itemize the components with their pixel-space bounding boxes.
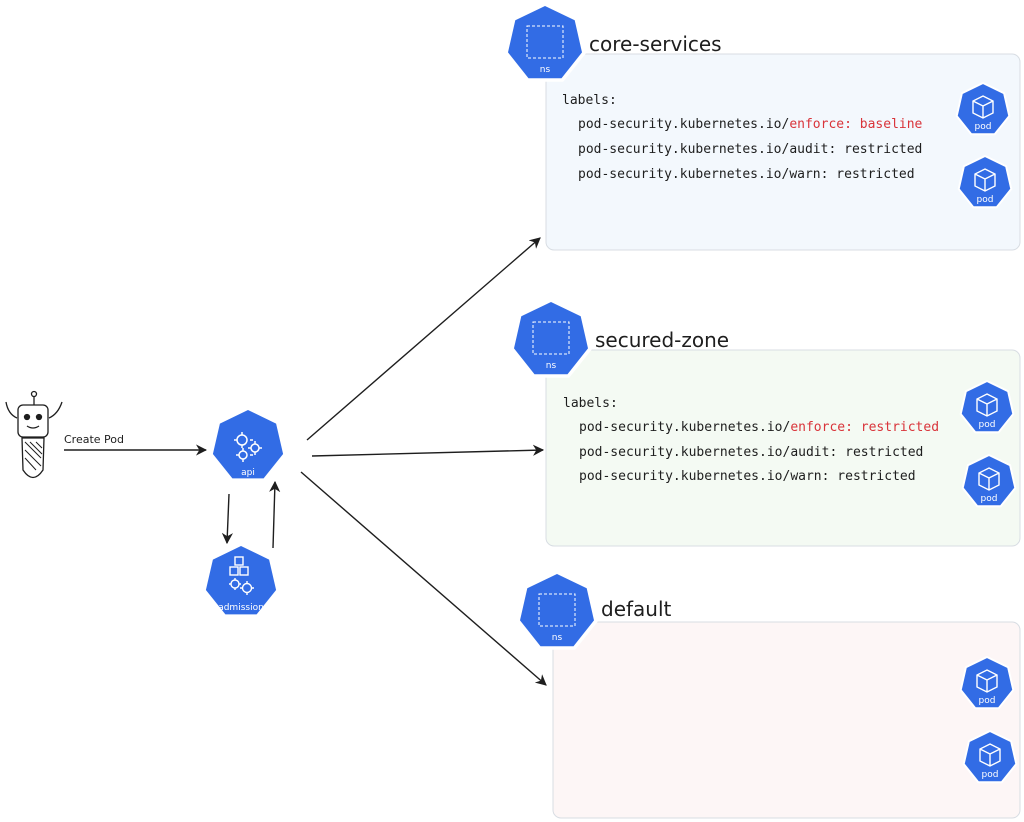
label-line-enforce: pod-security.kubernetes.io/enforce: base… bbox=[578, 117, 923, 132]
labels-heading: labels: bbox=[563, 396, 618, 411]
ns-icon: ns bbox=[510, 298, 592, 378]
label-line-enforce: pod-security.kubernetes.io/enforce: rest… bbox=[579, 420, 939, 435]
namespace-title: default bbox=[601, 597, 672, 621]
pod-label: pod bbox=[979, 696, 996, 706]
robot-icon bbox=[5, 390, 63, 479]
pod-label: pod bbox=[982, 770, 999, 780]
pod-label: pod bbox=[981, 494, 998, 504]
namespace-core-services: ns core-services labels: pod-security.ku… bbox=[504, 2, 1021, 251]
namespace-default: ns default pod pod bbox=[516, 570, 1021, 819]
ns-label: ns bbox=[552, 633, 563, 643]
arrow-api-to-default bbox=[300, 471, 547, 686]
ns-icon: ns bbox=[504, 2, 586, 82]
namespace-box bbox=[552, 621, 1021, 819]
pod-label: pod bbox=[977, 195, 994, 205]
arrow-api-to-admission bbox=[221, 493, 234, 545]
label-line-warn: pod-security.kubernetes.io/warn: restric… bbox=[579, 469, 916, 484]
label-line-audit: pod-security.kubernetes.io/audit: restri… bbox=[579, 445, 923, 460]
api-label: api bbox=[241, 468, 255, 478]
admission-controller-icon: admission bbox=[202, 542, 280, 618]
ns-label: ns bbox=[546, 361, 557, 371]
pod-icon: pod bbox=[955, 81, 1011, 136]
label-line-warn: pod-security.kubernetes.io/warn: restric… bbox=[578, 167, 915, 182]
create-pod-label: Create Pod bbox=[64, 433, 124, 446]
labels-heading: labels: bbox=[562, 93, 617, 108]
arrow-api-to-core-services bbox=[306, 237, 541, 441]
namespace-box bbox=[545, 53, 1021, 251]
pod-label: pod bbox=[979, 420, 996, 430]
namespace-box bbox=[545, 349, 1021, 547]
label-line-audit: pod-security.kubernetes.io/audit: restri… bbox=[578, 142, 922, 157]
namespace-secured-zone: ns secured-zone labels: pod-security.kub… bbox=[510, 298, 1021, 547]
pod-icon: pod bbox=[961, 453, 1017, 508]
namespace-title: secured-zone bbox=[595, 328, 729, 352]
admission-label: admission bbox=[218, 603, 264, 613]
pod-icon: pod bbox=[957, 154, 1013, 209]
api-server-icon: api bbox=[209, 406, 287, 482]
pod-label: pod bbox=[975, 122, 992, 132]
connectors bbox=[64, 237, 547, 686]
ns-label: ns bbox=[540, 65, 551, 75]
pod-icon: pod bbox=[959, 379, 1015, 434]
arrow-api-to-secured-zone bbox=[311, 444, 545, 457]
ns-icon: ns bbox=[516, 570, 598, 650]
pod-icon: pod bbox=[962, 729, 1018, 784]
pod-icon: pod bbox=[959, 655, 1015, 710]
arrow-admission-to-api bbox=[269, 480, 281, 549]
namespace-title: core-services bbox=[589, 32, 722, 56]
